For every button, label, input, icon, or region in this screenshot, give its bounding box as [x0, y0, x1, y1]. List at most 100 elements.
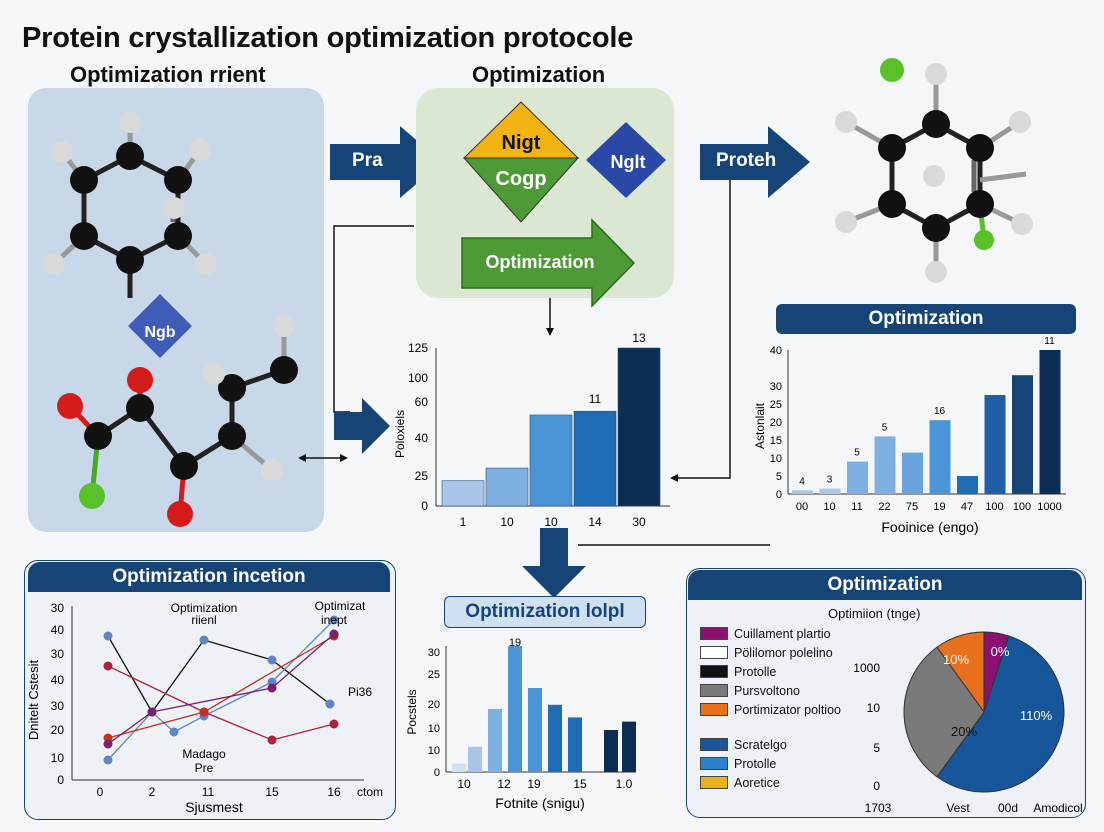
optimization-arrow-label: Optimization [485, 252, 595, 272]
right-chart-xtick: 11 [851, 501, 862, 513]
center-chart-xtick: 10 [544, 515, 558, 529]
right-chart-ytick: 25 [770, 399, 782, 411]
legend-swatch [700, 684, 728, 697]
center-chart-bar [441, 480, 485, 507]
right-chart-banner: Optimization [776, 304, 1076, 334]
legend-swatch [700, 738, 728, 751]
line-chart-ytick: 30 [51, 699, 65, 713]
legend-swatch [700, 703, 728, 716]
legend-item: Portimizator poltioo [700, 700, 880, 719]
center-chart-bar [617, 347, 661, 507]
pie-axis-label: 10 [867, 701, 881, 715]
line-chart-point [199, 707, 209, 717]
ngb-diamond [128, 294, 192, 358]
right-chart-ylabel: Astonlait [753, 402, 767, 449]
center-chart-xtick: 10 [500, 515, 514, 529]
line-chart-ytick: 30 [51, 601, 65, 615]
pie-axis-label: 0 [873, 779, 880, 793]
legend-label: Aoretice [734, 775, 780, 790]
left-molecules [43, 111, 298, 527]
center-chart-xtick: 30 [632, 515, 646, 529]
line-panel [24, 560, 396, 820]
page-title: Protein crystallization optimization pro… [22, 22, 634, 54]
legend-swatch [700, 646, 728, 659]
center-chart-ytick: 25 [415, 469, 429, 483]
bottom-chart-annotation: 19 [509, 637, 521, 649]
line-chart-ylabel: Dnitelt Cstesit [26, 660, 41, 741]
right-chart-xtick: 75 [906, 501, 918, 513]
right-chart-xtick: 22 [878, 501, 890, 513]
line-chart-xtick: 0 [97, 785, 104, 799]
right-chart-ytick: 20 [770, 417, 782, 429]
legend-label: Cuillament plartio [734, 626, 831, 641]
right-chart-ytick: 30 [770, 381, 782, 393]
line-chart-point [103, 739, 113, 749]
proteh-arrow [700, 126, 810, 198]
nglt-label: Nglt [610, 152, 646, 172]
legend-item: Pölilomor polelino [700, 643, 880, 662]
down-arrow [522, 528, 586, 598]
right-chart-annotation: 5 [882, 422, 888, 433]
bottom-chart-ytick: 10 [428, 745, 440, 757]
line-chart-point [329, 629, 339, 639]
right-chart-annotation: 5 [854, 448, 860, 459]
pie-axis-label: 5 [873, 741, 880, 755]
line-chart-xtick: ctom [357, 785, 383, 799]
nglt-diamond [586, 122, 666, 198]
line-chart-series [107, 665, 335, 741]
right-chart-xtick: 10 [823, 501, 835, 513]
bottom-chart-banner: Optimization lolpl [444, 596, 646, 628]
line-chart-annotation: Optimizat [315, 599, 366, 613]
center-chart-annotation: 11 [589, 392, 602, 406]
legend-item: Aoretice [700, 773, 880, 792]
legend-swatch [700, 665, 728, 678]
right-chart-xtick: 100 [1013, 501, 1031, 513]
center-chart-ytick: 125 [408, 341, 428, 355]
right-chart-bar [847, 461, 868, 494]
right-chart-annotation: 3 [827, 475, 833, 486]
right-chart-ytick: 40 [770, 345, 782, 357]
line-chart-annotation: inept [321, 613, 348, 627]
line-chart-series [107, 619, 335, 761]
bottom-chart-xtick: 15 [573, 777, 587, 791]
bottom-chart-ytick: 0 [434, 767, 440, 779]
bottom-chart-xtick: 12 [497, 777, 511, 791]
pie-label: 20% [951, 724, 977, 739]
bottom-chart-bar [604, 730, 618, 772]
ngb-label: Ngb [144, 324, 176, 341]
legend-label: Protolle [734, 664, 777, 679]
right-chart-annotation: 16 [934, 406, 946, 417]
center-chart-annotation: 13 [632, 331, 646, 345]
bottom-chart-bar [508, 646, 522, 772]
bottom-chart-xtick: 10 [457, 777, 471, 791]
pie-axis-label: 1000 [853, 661, 880, 675]
legend-item: Protolle [700, 662, 880, 681]
center-chart-bar [485, 467, 529, 507]
line-chart-point [267, 655, 277, 665]
bottom-chart-ytick: 10 [428, 723, 440, 735]
legend-label: Pölilomor polelino [734, 645, 833, 660]
line-chart-annotation: Pre [195, 761, 214, 775]
bottom-chart-bar [548, 704, 562, 772]
center-chart-xtick: 14 [588, 515, 602, 529]
pie-label: 110% [1020, 708, 1053, 723]
bottom-chart-xtick: 19 [527, 777, 541, 791]
line-chart-xtick: 11 [202, 785, 215, 799]
bottom-chart-xlabel: Fotnite (snigu) [495, 795, 584, 811]
bottom-chart-bar [528, 688, 542, 772]
line-chart-series [107, 635, 331, 714]
line-chart-annotation: Optimization [171, 601, 238, 615]
right-bar-chart: Astonlait Fooinice (engo) 05101520253040… [753, 336, 1066, 535]
proteh-label: Proteh [716, 150, 777, 171]
right-chart-bar [1012, 375, 1033, 494]
right-chart-xtick: 00 [796, 501, 808, 513]
line-chart-annotation: riienl [191, 613, 216, 627]
line-chart-point [199, 635, 209, 645]
bottom-chart-bar [568, 717, 582, 772]
center-chart-ytick: 40 [415, 431, 429, 445]
legend-item: Scratelgo [700, 735, 880, 754]
line-chart-point [267, 683, 277, 693]
line-chart: Dnitelt Cstesit Sjusmest 010203040304030… [26, 599, 383, 815]
line-chart-ytick: 40 [51, 673, 65, 687]
